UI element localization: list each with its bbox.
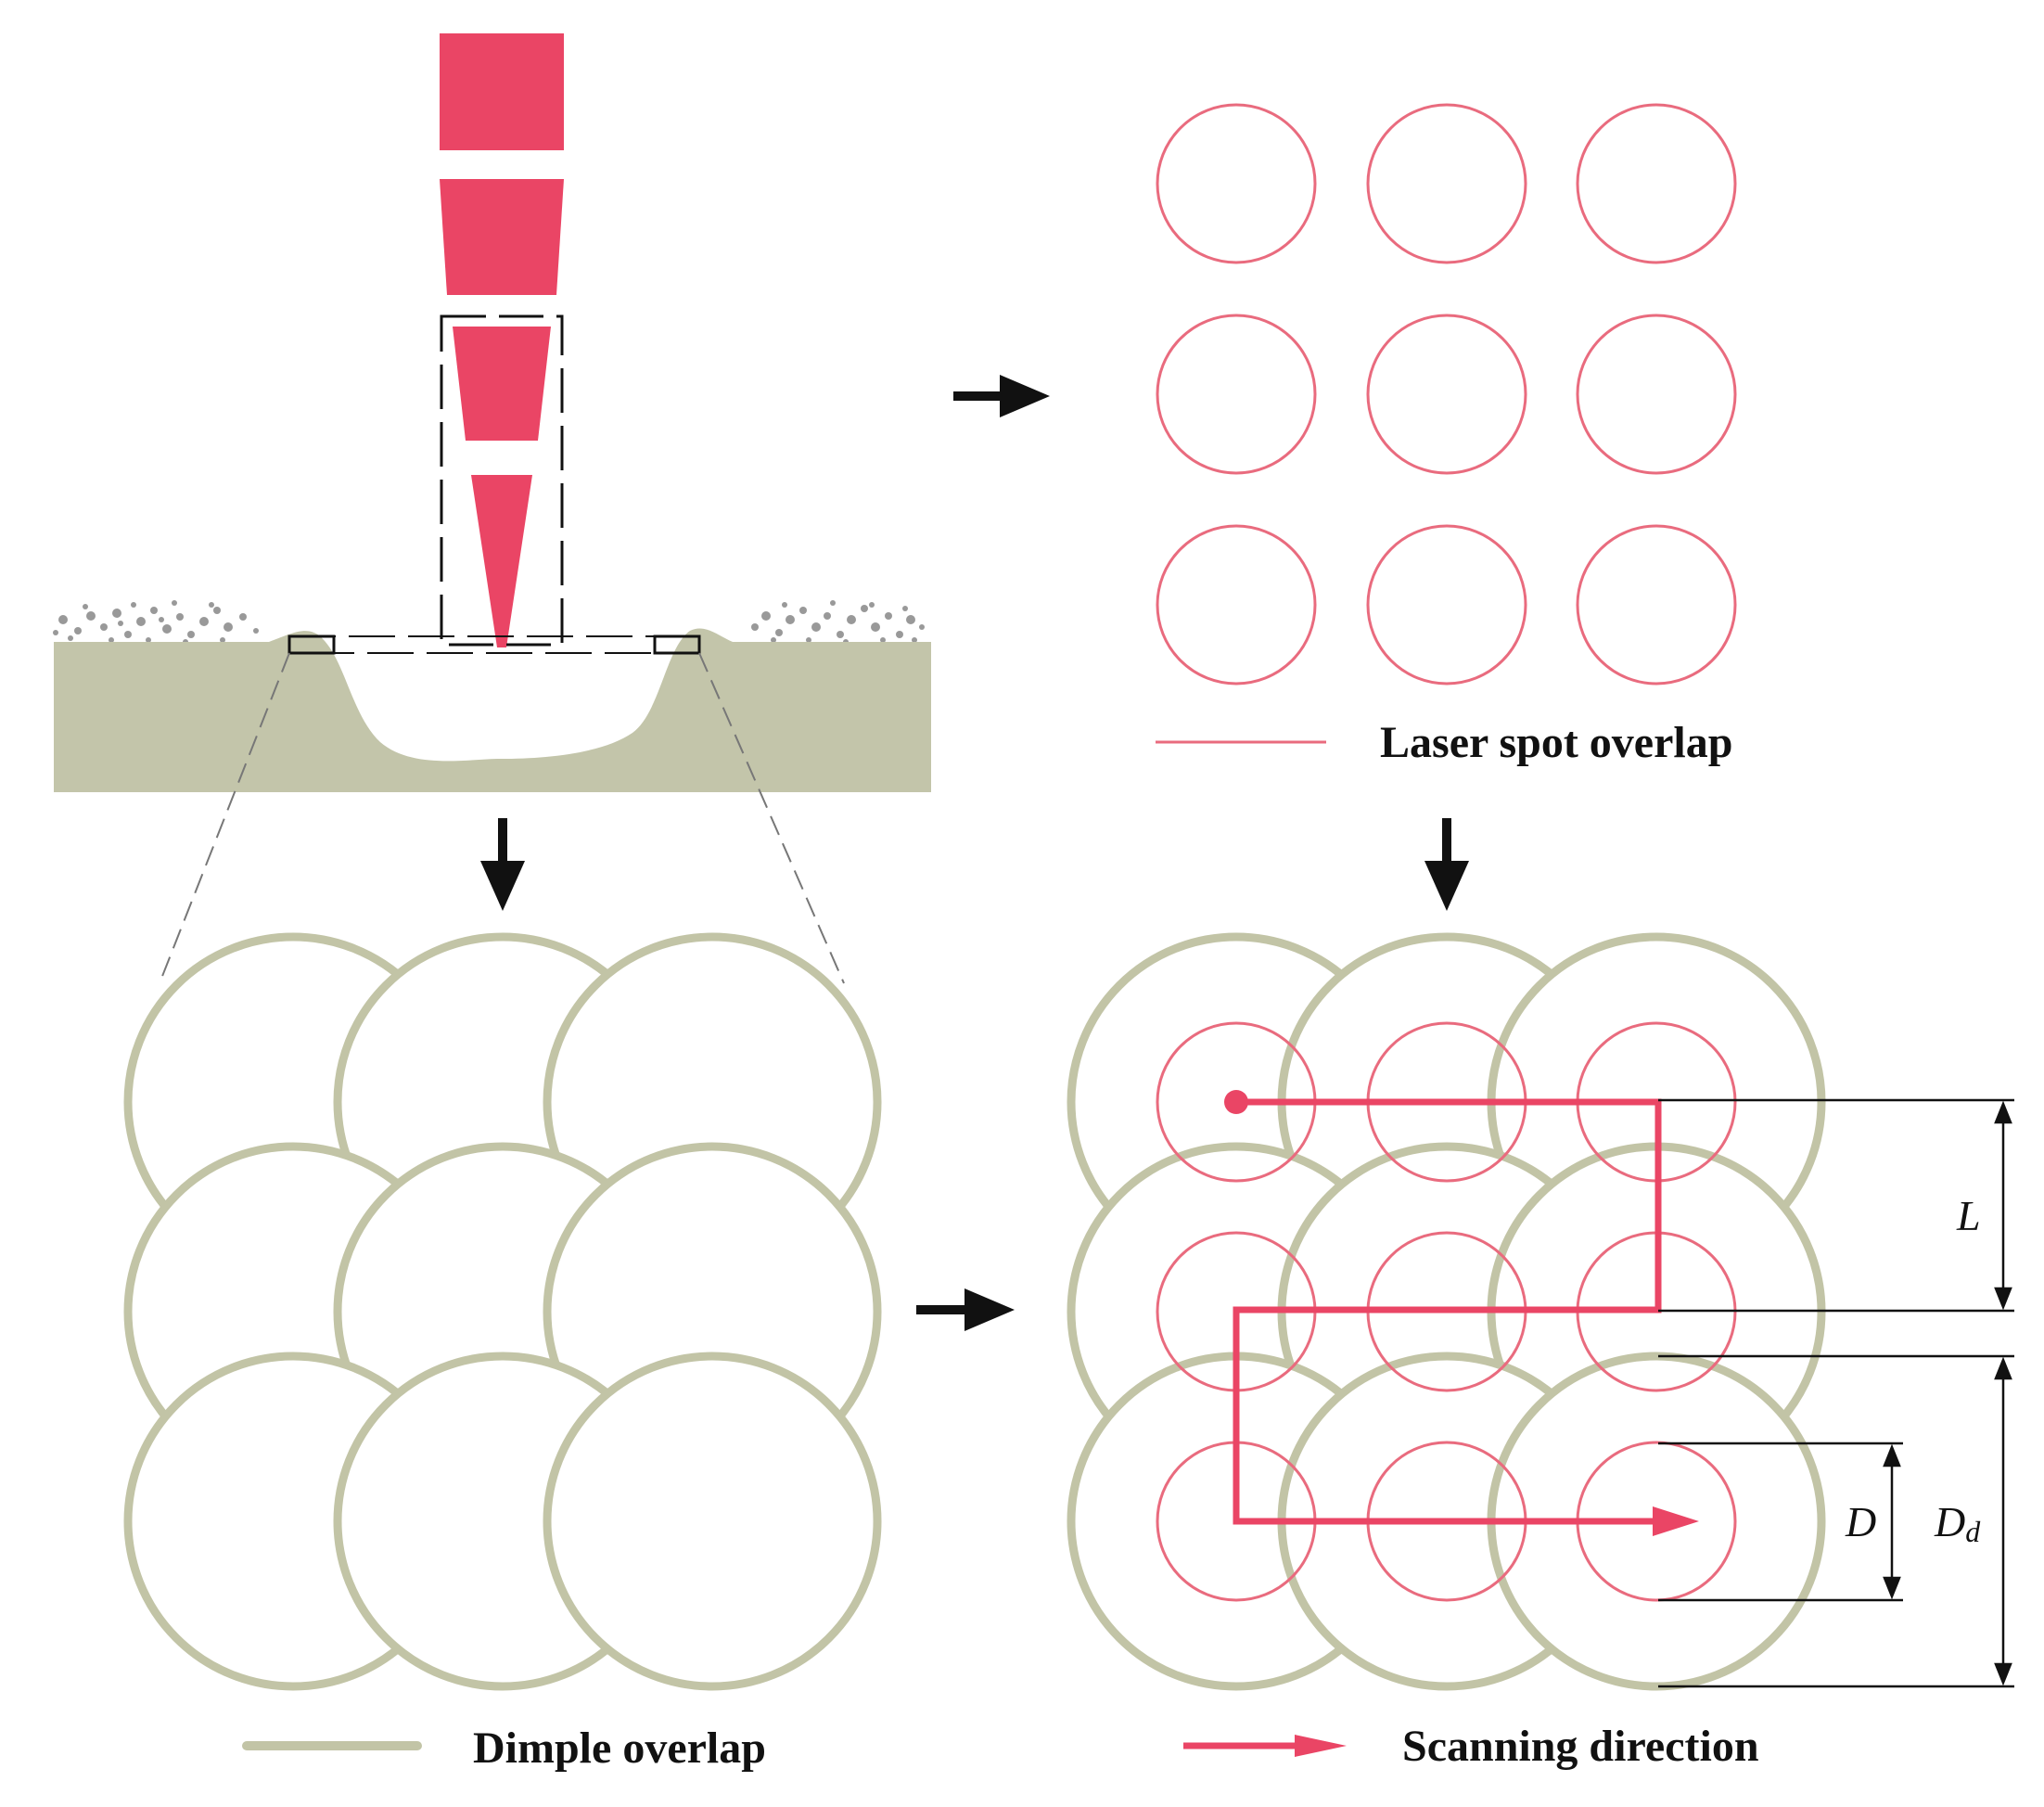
laser-beam-segment-1 — [440, 33, 564, 150]
laser-spot — [1366, 103, 1527, 264]
scan-path — [1224, 1090, 1699, 1536]
arrow-right-top — [953, 375, 1050, 417]
scan-legend-arrowhead — [1295, 1735, 1347, 1757]
laser-spot — [1576, 314, 1737, 475]
laser-spot — [1156, 524, 1317, 686]
label-Dd: Dd — [1934, 1498, 1981, 1548]
laser-spot — [1576, 103, 1737, 264]
laser-beam-segment-2 — [440, 179, 564, 295]
arrow-down-left — [480, 818, 525, 911]
arrow-down-right — [1424, 818, 1469, 911]
substrate-cross-section — [54, 628, 931, 792]
laser-beam — [440, 33, 564, 647]
scan-legend-label: Scanning direction — [1402, 1722, 1759, 1771]
laser-spot — [1366, 524, 1527, 686]
laser-spot-legend-label: Laser spot overlap — [1380, 718, 1732, 767]
dimension-lines — [1658, 1098, 2014, 1688]
label-L: L — [1956, 1192, 1981, 1239]
label-D: D — [1845, 1498, 1876, 1545]
dimple — [543, 1352, 882, 1691]
zoom-box-dashed — [440, 314, 564, 647]
laser-spot — [1156, 314, 1317, 475]
zoom-strip-end-right — [653, 634, 701, 655]
laser-spot — [1576, 524, 1737, 686]
laser-spot-grid — [1156, 103, 1737, 686]
laser-spot — [1156, 103, 1317, 264]
laser-spot — [1366, 314, 1527, 475]
dimple-grid — [123, 932, 882, 1691]
label-Dd-main: D — [1934, 1498, 1965, 1545]
zoom-strip-end-left — [287, 634, 336, 655]
scan-start-dot — [1224, 1090, 1248, 1114]
laser-beam-segment-3 — [453, 327, 551, 441]
dimple-legend-label: Dimple overlap — [473, 1724, 766, 1773]
scan-arrowhead — [1653, 1506, 1699, 1536]
powder-layer — [53, 600, 925, 645]
arrow-right-bottom — [916, 1288, 1015, 1331]
label-Dd-subscript: d — [1965, 1515, 1981, 1548]
zoom-projection-right — [698, 652, 845, 984]
zoom-strip-dashed — [288, 635, 700, 654]
laser-beam-segment-4 — [471, 475, 532, 647]
